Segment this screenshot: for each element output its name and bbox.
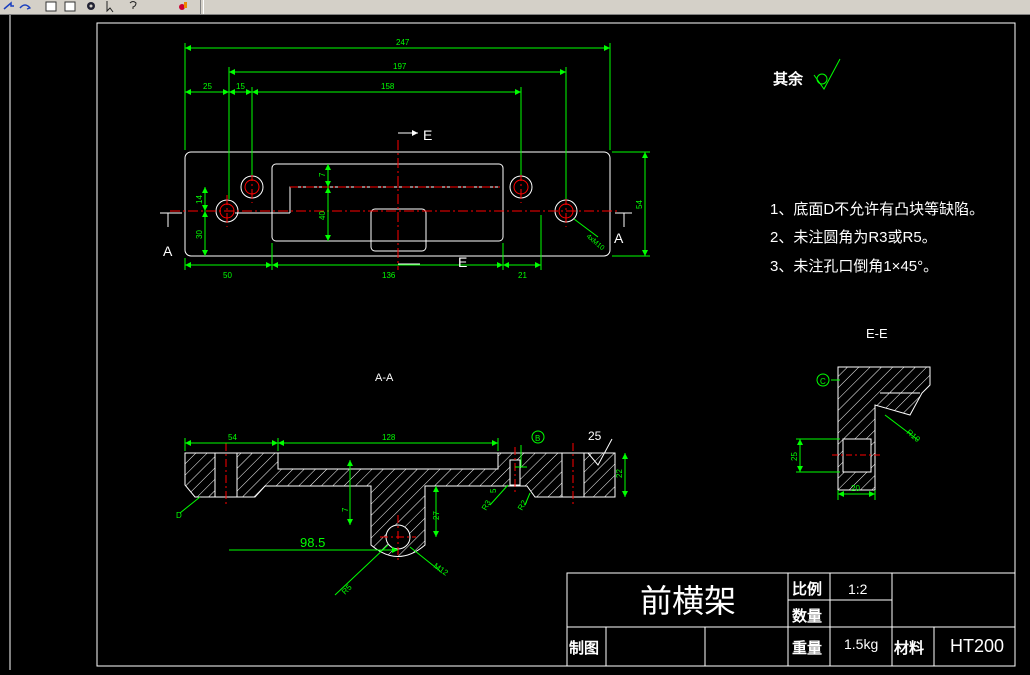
section-mark-e-top: E xyxy=(423,127,432,143)
aa-dim-128: 128 xyxy=(382,433,396,442)
aa-dim-m12: M12 xyxy=(432,561,450,578)
hole-callout: 4xM10 xyxy=(585,233,606,252)
section-markers: A A E E xyxy=(160,127,632,270)
aa-dim-27: 27 xyxy=(432,511,441,520)
material-label: 材料 xyxy=(894,639,924,657)
toolbar xyxy=(0,0,1030,15)
drawing-border xyxy=(96,22,1016,667)
svg-text:C: C xyxy=(820,377,826,386)
toolbar-separator xyxy=(200,0,204,14)
redo-arrow-icon[interactable] xyxy=(18,0,32,13)
top-view-dimensions xyxy=(184,43,650,270)
aa-face-d: D xyxy=(176,511,182,520)
dim-7: 7 xyxy=(318,172,327,177)
ee-dim-r10: R10 xyxy=(905,428,922,445)
section-ee-view xyxy=(832,366,931,491)
note-3: 3、未注孔口倒角1×45°。 xyxy=(770,258,938,275)
drawn-label: 制图 xyxy=(569,639,599,657)
ee-dim-25: 25 xyxy=(790,452,799,461)
dim-21: 21 xyxy=(518,271,527,280)
aa-dim-7: 7 xyxy=(341,507,350,512)
aa-dim-5: 5 xyxy=(489,488,498,493)
technical-notes: 1、底面D不允许有凸块等缺陷。 2、未注圆角为R3或R5。 3、未注孔口倒角1×… xyxy=(770,200,984,275)
roughness-note-label: 其余 xyxy=(773,70,804,88)
recess-outline xyxy=(271,163,504,242)
general-roughness-note: 其余 xyxy=(773,58,841,90)
dim-247: 247 xyxy=(396,38,410,47)
aa-dim-r3: R3 xyxy=(480,498,493,512)
roughness-25: 25 xyxy=(587,429,613,466)
redo-icon[interactable] xyxy=(2,0,16,13)
weight-value: 1.5kg xyxy=(844,636,878,652)
help-icon[interactable] xyxy=(126,0,140,13)
section-aa-view xyxy=(184,443,616,560)
weight-label: 重量 xyxy=(792,639,822,657)
aa-dim-54: 54 xyxy=(228,433,237,442)
qty-label: 数量 xyxy=(792,607,822,625)
dim-197: 197 xyxy=(393,62,407,71)
datum-c: C xyxy=(816,373,830,387)
svg-text:25: 25 xyxy=(588,429,602,443)
top-view-dim-text: 247 197 25 15 158 7 40 14 30 54 50 136 2… xyxy=(195,38,644,280)
dim-30: 30 xyxy=(195,230,204,239)
dim-158: 158 xyxy=(381,82,395,91)
section-ee-title: E-E xyxy=(866,326,888,341)
window-icon[interactable] xyxy=(63,0,77,13)
scale-label: 比例 xyxy=(792,580,822,598)
aa-dim-22: 22 xyxy=(615,469,624,478)
part-name: 前横架 xyxy=(640,583,736,619)
material-value: HT200 xyxy=(950,636,1004,656)
ee-dim-20: 20 xyxy=(851,484,860,493)
datum-b: B xyxy=(515,430,545,468)
aa-dim-r5: R5 xyxy=(340,582,354,596)
title-block-text: 前横架 比例 1:2 数量 重量 1.5kg 材料 HT200 制图 xyxy=(569,580,1004,657)
section-aa-title: A-A xyxy=(375,372,394,384)
aa-dim-985: 98.5 xyxy=(300,535,325,550)
section-aa-dimensions xyxy=(179,438,628,596)
drawing-svg: 247 197 25 15 158 7 40 14 30 54 50 136 2… xyxy=(9,15,1016,670)
section-mark-e-bottom: E xyxy=(458,254,467,270)
dim-14: 14 xyxy=(195,195,204,204)
dim-136: 136 xyxy=(382,271,396,280)
note-1: 1、底面D不允许有凸块等缺陷。 xyxy=(770,200,984,218)
section-ee-dimensions xyxy=(796,379,919,500)
section-mark-a-left: A xyxy=(163,243,173,259)
scale-value: 1:2 xyxy=(848,581,868,597)
svg-text:B: B xyxy=(535,434,540,443)
note-2: 2、未注圆角为R3或R5。 xyxy=(770,229,937,246)
dim-25: 25 xyxy=(203,82,212,91)
drawing-canvas[interactable]: 247 197 25 15 158 7 40 14 30 54 50 136 2… xyxy=(0,15,1030,670)
paint-icon[interactable] xyxy=(176,0,190,13)
gear-icon[interactable] xyxy=(84,0,98,13)
section-mark-a-right: A xyxy=(614,230,624,246)
dim-15: 15 xyxy=(236,82,245,91)
pointer-icon[interactable] xyxy=(104,0,118,13)
window-icon[interactable] xyxy=(44,0,58,13)
dim-40: 40 xyxy=(318,211,327,220)
dim-54: 54 xyxy=(635,200,644,209)
dim-50: 50 xyxy=(223,271,232,280)
title-block xyxy=(566,572,1016,667)
top-view xyxy=(170,140,620,270)
